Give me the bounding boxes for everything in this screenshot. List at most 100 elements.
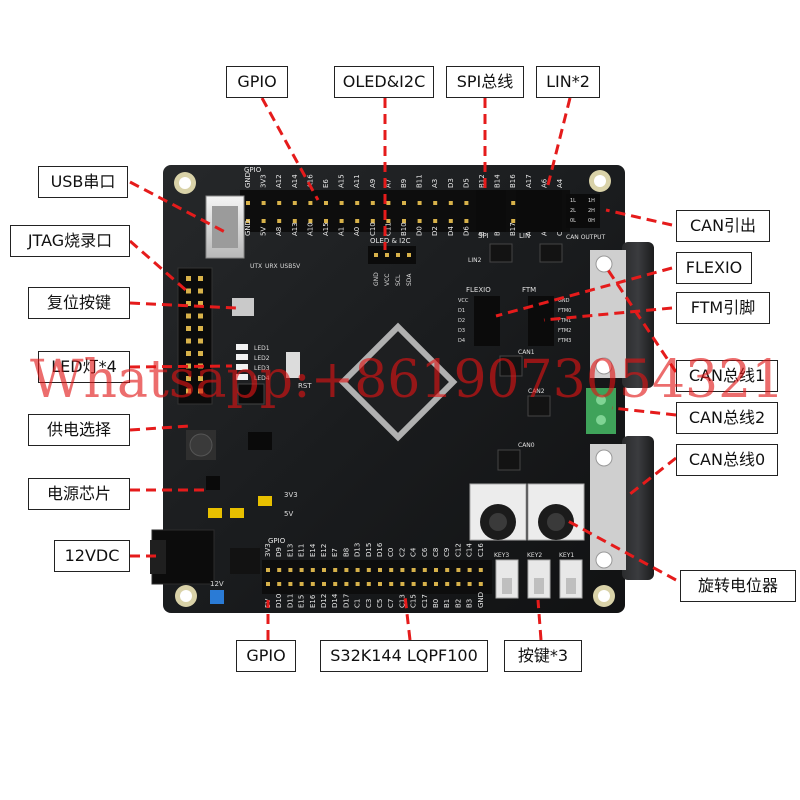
header-pin-label: B14 [494,174,502,188]
jtag-pin [198,276,203,281]
flexio-pin-label: D3 [458,328,465,334]
header-pin-label: C10 [369,222,377,236]
label-keys3: 按键*3 [504,640,582,672]
oled-pin [407,253,411,257]
header-pin [324,219,328,223]
header-pin-label: D16 [376,542,384,557]
header-pin-label: A12 [275,174,283,188]
header-pin [448,201,453,205]
jtag-pin [198,288,203,294]
usb-tag-urx: URX [265,263,278,270]
rail-3v3: 3V3 [284,491,298,499]
label-gpio-top: GPIO [226,66,288,98]
oled-header-label: OLED & I2C [370,237,411,245]
header-pin-label: B0 [432,599,440,608]
usb-connector: UTX URX USB5V [205,195,301,270]
header-pin [389,568,394,572]
header-pin-label: C7 [387,599,395,608]
usb-tag-utx: UTX [250,263,262,270]
label-ftm-pin: FTM引脚 [676,292,770,324]
header-pin [355,582,360,586]
header-pin [386,219,391,223]
power-area: 3V3 5V [186,430,298,518]
header-pin [299,582,304,586]
can-out-pin-label: 1L [570,198,576,204]
oled-pin-label: VCC [384,274,391,286]
header-pin [322,568,326,572]
jtag-pin [198,338,203,344]
label-lin2: LIN*2 [536,66,600,98]
header-pin [288,568,293,572]
led-label: LED4 [254,375,270,382]
header-pin-label: A9 [369,179,377,188]
label-power-select: 供电选择 [28,414,130,446]
header-pin-label: C0 [387,548,395,557]
header-pin [422,582,427,586]
flexio-pin-label: D2 [458,318,465,324]
header-pin-label: C8 [432,548,440,557]
header-pin-label: A6 [540,178,548,188]
can-out-pin-label: 1H [588,198,595,204]
header-pin-label: A1 [338,227,346,236]
header-pin-label: D10 [275,594,283,608]
can-out-pin-label: 2H [588,208,595,214]
header-pin [402,201,406,205]
flexio-pin-label: D1 [458,308,465,314]
led [236,374,248,380]
label-power-chip: 电源芯片 [28,478,130,510]
key2-tag: KEY2 [527,552,542,559]
can0-tag: CAN0 [518,442,535,449]
leader-lines [129,97,678,641]
header-pin-label: D2 [431,226,439,236]
jtag-pin [186,338,191,344]
lin-tag: LIN [519,232,530,240]
usb-tag-usb5v: USB5V [280,263,301,270]
label-12vdc: 12VDC [54,540,130,572]
oled-pin-label: SCL [395,274,402,286]
header-pin [445,568,450,572]
header-pin-label: E12 [320,544,328,557]
header-pin [310,582,315,586]
spi-tag: SPI [478,232,489,240]
can-out-pin-label: 0H [588,218,595,224]
push-keys: KEY3 KEY2 KEY1 [494,552,583,599]
header-pin-label: E7 [331,548,339,557]
header-pin [266,568,270,572]
header-pin [261,201,266,205]
header-pin-label: C2 [398,548,406,557]
ftm-pin-label: FTM3 [558,338,571,344]
header-pin-label: B9 [400,179,408,188]
header-pin [277,201,282,205]
jtag-pin [198,376,203,381]
header-pin [467,568,472,572]
ftm-pin-label: FTM1 [558,318,571,324]
header-pin [288,582,293,586]
label-mcu: S32K144 LQPF100 [320,640,488,672]
header-pin-label: D13 [354,543,362,557]
header-pin [378,582,382,586]
header-pin [511,219,516,223]
header-pin [402,219,406,223]
flexio-tag: FLEXIO [466,286,491,294]
top-gpio-tag: GPIO [244,166,262,174]
can-out-pin-label: 0L [570,218,576,224]
header-pin [324,201,328,205]
header-pin-label: C1 [354,599,362,608]
header-pin [277,219,282,223]
header-pin-label: B8 [342,548,350,557]
header-pin-label: C4 [410,547,418,557]
ftm-pin-label: FTM0 [558,308,571,314]
header-pin [344,582,349,586]
label-potentiometer: 旋转电位器 [680,570,796,602]
header-pin-label: A17 [525,174,533,188]
header-pin-label: E13 [286,544,294,557]
header-pin [456,568,461,572]
header-pin [355,201,360,205]
header-pin [434,582,438,586]
header-pin-label: D12 [320,594,328,608]
ftm-pin-label: FTM2 [558,328,571,334]
header-pin-label: D0 [416,226,424,236]
header-pin [366,568,371,572]
